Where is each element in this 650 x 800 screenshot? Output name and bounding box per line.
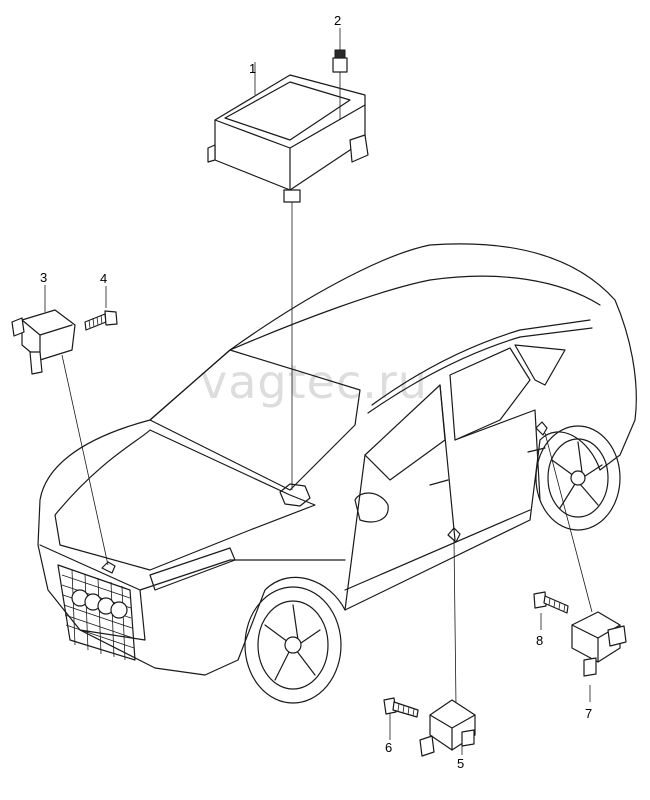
- bolt-front: [84, 310, 118, 331]
- airbag-control-unit: [207, 74, 369, 203]
- watermark: vagtec.ru: [200, 355, 428, 409]
- bolt-rear: [533, 591, 569, 614]
- front-wheel: [244, 586, 342, 704]
- car-body: [37, 243, 637, 676]
- callout-5: 5: [457, 756, 464, 771]
- callout-8: 8: [536, 633, 543, 648]
- leader-lines: [44, 28, 593, 755]
- rear-crash-sensor: [571, 611, 627, 677]
- side-sensor-location-marker: [447, 527, 461, 543]
- side-crash-sensor: [419, 699, 476, 757]
- callout-4: 4: [100, 271, 107, 286]
- callout-2: 2: [334, 13, 341, 28]
- bolt-side: [383, 697, 419, 718]
- callout-3: 3: [40, 270, 47, 285]
- front-sensor-location-marker: [101, 561, 116, 574]
- callout-6: 6: [385, 740, 392, 755]
- rear-wheel: [535, 425, 621, 531]
- rear-sensor-location-marker: [535, 421, 548, 436]
- front-crash-sensor: [11, 309, 76, 375]
- control-unit-location-marker: [279, 483, 311, 507]
- nut: [332, 49, 348, 120]
- callout-7: 7: [585, 706, 592, 721]
- callout-1: 1: [249, 61, 256, 76]
- front-grille: [57, 564, 136, 661]
